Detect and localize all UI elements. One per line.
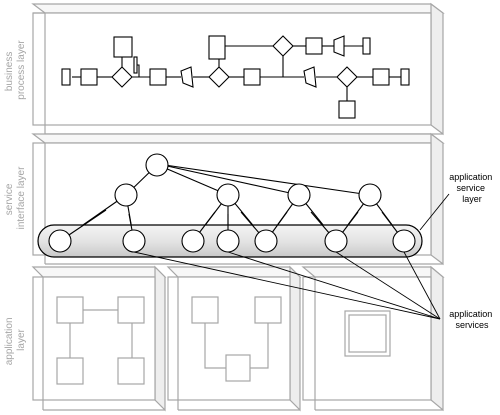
service-node [287, 183, 311, 207]
application-layer-cube-1 [31, 265, 167, 412]
application-service-node [181, 229, 205, 253]
callout-line: service [456, 183, 485, 193]
application-service-node [122, 229, 146, 253]
application-service-node [48, 229, 72, 253]
application-services-callout: application services [449, 309, 495, 330]
application-2-components [191, 296, 282, 382]
business-process-flow [61, 35, 410, 119]
application-layer-label-line-2: layer [16, 328, 27, 350]
callout-line: layer [462, 194, 482, 204]
application-service-node [216, 229, 240, 253]
service-node-root [145, 153, 169, 177]
service-node [114, 183, 138, 207]
application-layer-cube-2 [166, 265, 302, 412]
service-node [216, 183, 240, 207]
application-layer-label-line-1: application [4, 317, 15, 365]
application-service-layer-callout: application service layer [449, 172, 495, 204]
callout-line: application [449, 309, 492, 319]
callout-line: services [455, 320, 489, 330]
business-layer-label: business process layer [4, 40, 27, 100]
callout-lines [133, 193, 450, 320]
application-layer-label: application layer [4, 315, 27, 366]
business-layer-label-line-1: business [4, 52, 15, 91]
service-layer-label: service interface layer [4, 166, 27, 229]
application-service-node [392, 229, 416, 253]
application-service-node [324, 229, 348, 253]
application-3-components [344, 310, 391, 357]
callout-line: application [449, 172, 492, 182]
service-node [358, 183, 382, 207]
business-layer-label-line-2: process layer [16, 40, 27, 100]
service-layer-label-line-2: interface layer [16, 166, 27, 229]
application-service-node [254, 229, 278, 253]
service-layer-label-line-1: service [4, 183, 15, 215]
service-nodes [48, 153, 416, 253]
application-1-components [56, 296, 145, 385]
